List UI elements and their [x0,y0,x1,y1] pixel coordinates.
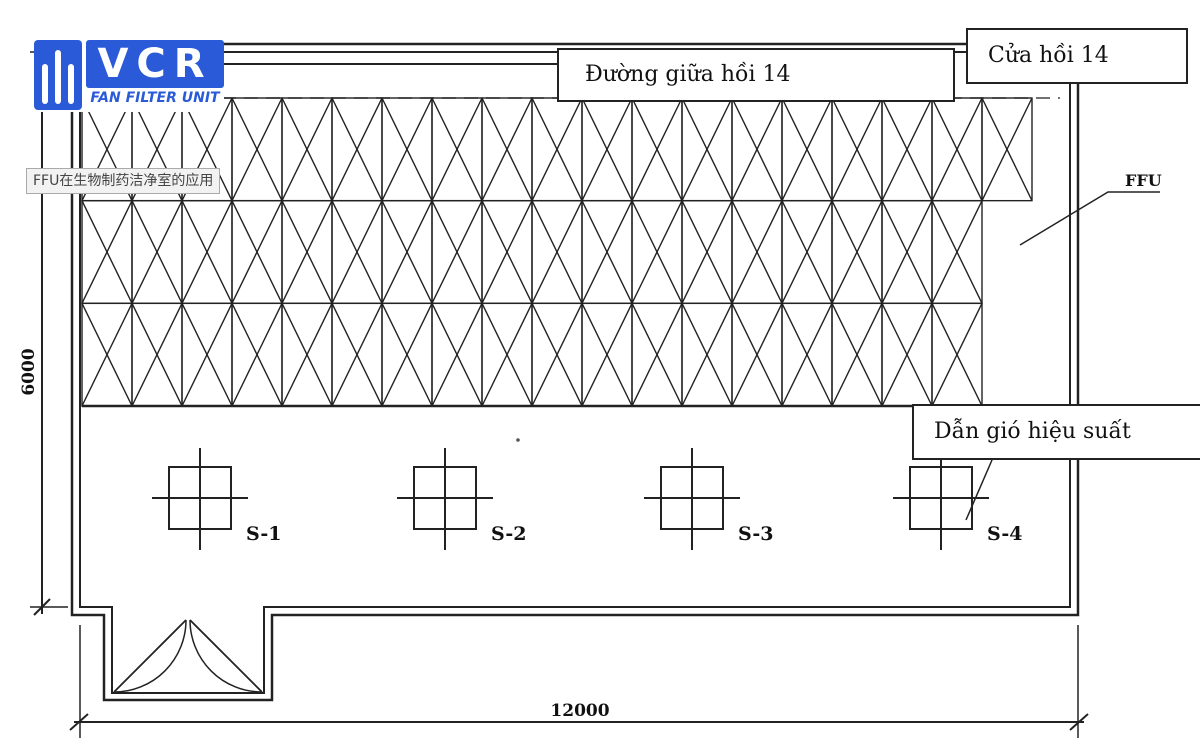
supply-outlet: S-2 [397,448,527,550]
ffu-unit [331,302,383,407]
ffu-unit [381,199,433,305]
ffu-unit [81,302,133,407]
ffu-unit [331,97,383,202]
outlet-label: S-4 [987,523,1023,545]
ffu-unit [431,199,483,305]
ffu-unit [231,97,283,202]
ffu-unit [881,97,933,202]
ffu-unit [281,97,333,202]
width-dimension-label: 12000 [550,701,609,721]
ffu-unit [281,199,333,305]
door-swing [113,619,263,693]
ffu-unit [581,199,633,305]
room-inner-wall [79,51,1071,694]
outlet-label: S-2 [491,523,527,545]
ffu-unit [931,97,983,202]
ffu-unit [431,97,483,202]
outlet-label: S-1 [246,523,282,545]
fan-filter-icon [34,40,82,110]
width-dimension: 12000 [69,625,1089,738]
diffuser-text: Dẫn gió hiệu suất [934,419,1131,444]
return-door-callout: Cửa hồi 14 [966,28,1188,84]
return-corridor-text: Đường giữa hồi 14 [585,62,791,87]
ffu-unit [231,199,283,305]
ffu-unit [881,302,933,407]
ffu-unit [981,97,1033,202]
ffu-unit [731,199,783,305]
outlet-label: S-3 [738,523,774,545]
ffu-unit [231,302,283,407]
return-corridor-callout: Đường giữa hồi 14 [557,48,955,102]
ffu-unit [531,199,583,305]
ffu-unit [731,302,783,407]
logo-subtitle: FAN FILTER UNIT [90,90,220,106]
ffu-unit [531,97,583,202]
height-dimension: 6000 [19,46,68,616]
supply-outlet: S-3 [644,448,774,550]
ffu-unit [631,199,683,305]
return-door-text: Cửa hồi 14 [988,43,1109,68]
ffu-unit [531,302,583,407]
room-outer-wall [70,42,1080,702]
height-dimension-label: 6000 [19,348,39,395]
ffu-unit [731,97,783,202]
ffu-unit [381,97,433,202]
logo-wordmark: VCR [86,40,224,88]
diffuser-leader-line [965,459,993,521]
ffu-unit [831,199,883,305]
ffu-unit [331,199,383,305]
dust-dot [516,438,520,442]
ffu-unit [581,302,633,407]
ffu-unit [481,302,533,407]
ffu-unit [781,302,833,407]
ffu-unit [431,302,483,407]
ffu-unit [131,199,183,305]
ffu-unit [181,302,233,407]
supply-outlet: S-4 [893,448,1023,550]
ffu-unit [131,302,183,407]
ffu-unit [781,97,833,202]
ffu-unit [81,199,133,305]
watermark-tag: FFU在生物制药洁净室的应用 [26,168,221,194]
ffu-unit [631,97,683,202]
ffu-unit [631,302,683,407]
supply-outlet: S-1 [152,448,282,550]
ffu-unit [831,97,883,202]
ffu-unit [681,97,733,202]
diffuser-callout: Dẫn gió hiệu suất [912,404,1200,460]
vcr-logo: VCR FAN FILTER UNIT [34,40,224,112]
ffu-grid [81,97,1033,408]
ffu-unit [931,199,983,305]
ffu-unit [831,302,883,407]
ffu-unit [481,97,533,202]
ffu-unit-frame [981,97,1033,202]
ffu-unit [931,302,983,407]
ffu-unit [381,302,433,407]
ffu-unit [581,97,633,202]
ffu-unit [181,199,233,305]
ffu-unit [881,199,933,305]
ffu-unit [781,199,833,305]
supply-outlets: S-1 S-2 S-3 S-4 [152,448,1023,550]
ffu-unit [681,199,733,305]
ffu-unit [681,302,733,407]
ffu-leader-line [1019,191,1160,246]
ffu-label: FFU [1125,171,1162,190]
ffu-unit [481,199,533,305]
ffu-unit [281,302,333,407]
